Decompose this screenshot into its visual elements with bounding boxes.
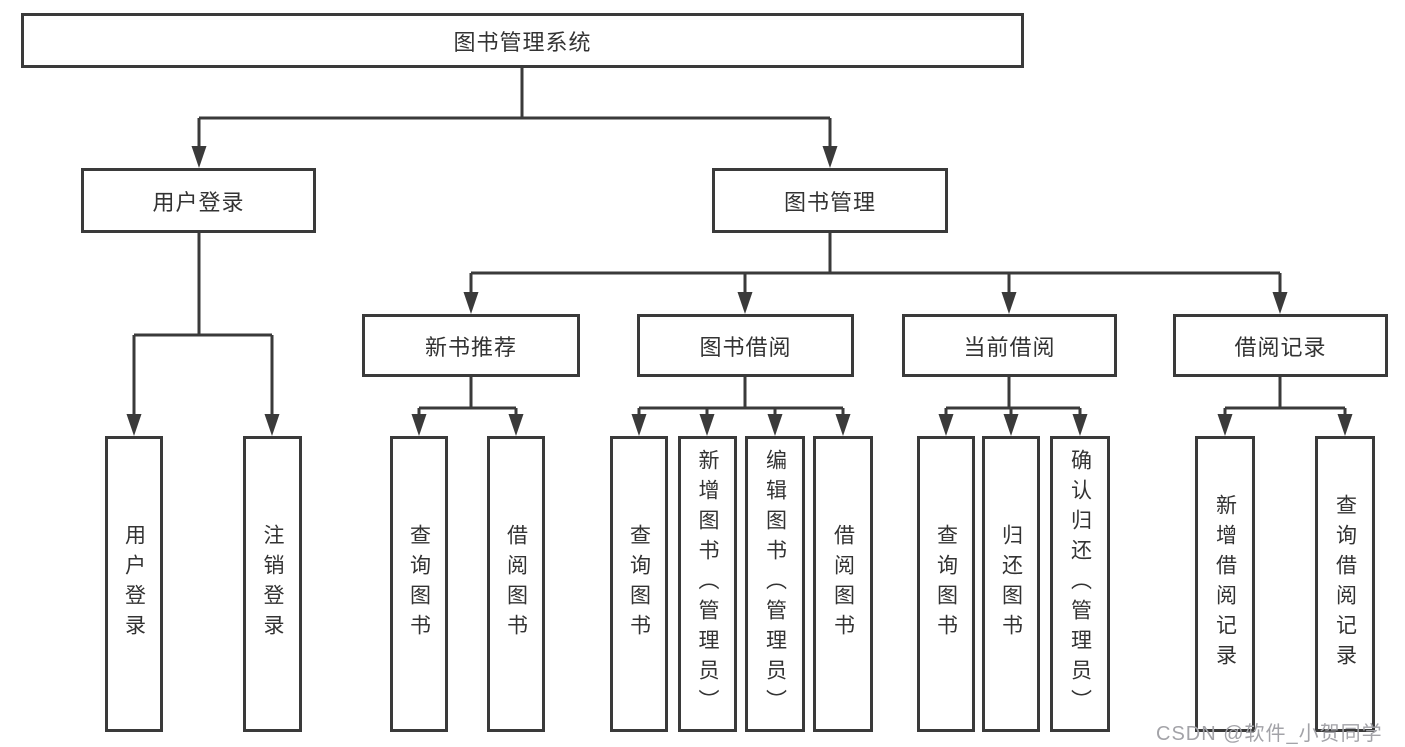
leaf-borrow-books: 借阅图书 — [813, 436, 873, 732]
node-user-login: 用户登录 — [81, 168, 316, 233]
leaf-label: 借阅图书 — [831, 524, 855, 644]
leaf-label: 查询图书 — [407, 524, 431, 644]
leaf-query-borrow-record: 查询借阅记录 — [1315, 436, 1375, 732]
leaf-logout: 注销登录 — [243, 436, 302, 732]
leaf-label: 归还图书 — [999, 524, 1023, 644]
node-book-management-label: 图书管理 — [783, 189, 876, 215]
node-borrow-records-label: 借阅记录 — [1234, 334, 1327, 360]
leaf-query-books-recommend: 查询图书 — [390, 436, 448, 732]
leaf-add-books-admin: 新增图书（管理员） — [678, 436, 737, 732]
leaf-label: 查询图书 — [627, 524, 651, 644]
connector-bookmgmt-to-level3 — [463, 233, 1288, 314]
leaf-return-books: 归还图书 — [982, 436, 1040, 732]
leaf-label: 新增借阅记录 — [1213, 494, 1237, 674]
leaf-label: 用户登录 — [122, 524, 146, 644]
leaf-label: 新增图书（管理员） — [696, 449, 719, 719]
connector-userlogin-to-leaves — [126, 233, 280, 436]
node-new-book-recommend-label: 新书推荐 — [424, 334, 517, 360]
node-book-management: 图书管理 — [712, 168, 948, 233]
node-current-borrow: 当前借阅 — [902, 314, 1117, 377]
leaf-user-login: 用户登录 — [105, 436, 163, 732]
leaf-label: 查询借阅记录 — [1333, 494, 1357, 674]
node-new-book-recommend: 新书推荐 — [362, 314, 580, 377]
leaf-label: 确认归还（管理员） — [1068, 449, 1092, 719]
leaf-edit-books-admin: 编辑图书（管理员） — [745, 436, 805, 732]
leaf-label: 查询图书 — [934, 524, 958, 644]
leaf-borrow-books-recommend: 借阅图书 — [487, 436, 545, 732]
connector-records-to-leaves — [1217, 377, 1353, 436]
node-root: 图书管理系统 — [21, 13, 1024, 68]
node-user-login-label: 用户登录 — [152, 189, 245, 215]
leaf-label: 借阅图书 — [504, 524, 528, 644]
connector-bookborrow-to-leaves — [631, 377, 851, 436]
connector-root-to-level2 — [191, 68, 838, 168]
node-root-label: 图书管理系统 — [453, 29, 592, 55]
leaf-query-books-borrow: 查询图书 — [610, 436, 668, 732]
watermark: CSDN @软件_小贺同学 — [1156, 723, 1383, 745]
node-borrow-records: 借阅记录 — [1173, 314, 1388, 377]
connector-newbooks-to-leaves — [411, 377, 524, 436]
node-current-borrow-label: 当前借阅 — [963, 334, 1056, 360]
node-book-borrow: 图书借阅 — [637, 314, 854, 377]
leaf-query-books-current: 查询图书 — [917, 436, 975, 732]
leaf-label: 编辑图书（管理员） — [763, 449, 787, 719]
leaf-add-borrow-record: 新增借阅记录 — [1195, 436, 1255, 732]
leaf-label: 注销登录 — [261, 524, 284, 644]
node-book-borrow-label: 图书借阅 — [699, 334, 792, 360]
leaf-confirm-return-admin: 确认归还（管理员） — [1050, 436, 1110, 732]
connector-currentborrow-to-leaves — [938, 377, 1088, 436]
